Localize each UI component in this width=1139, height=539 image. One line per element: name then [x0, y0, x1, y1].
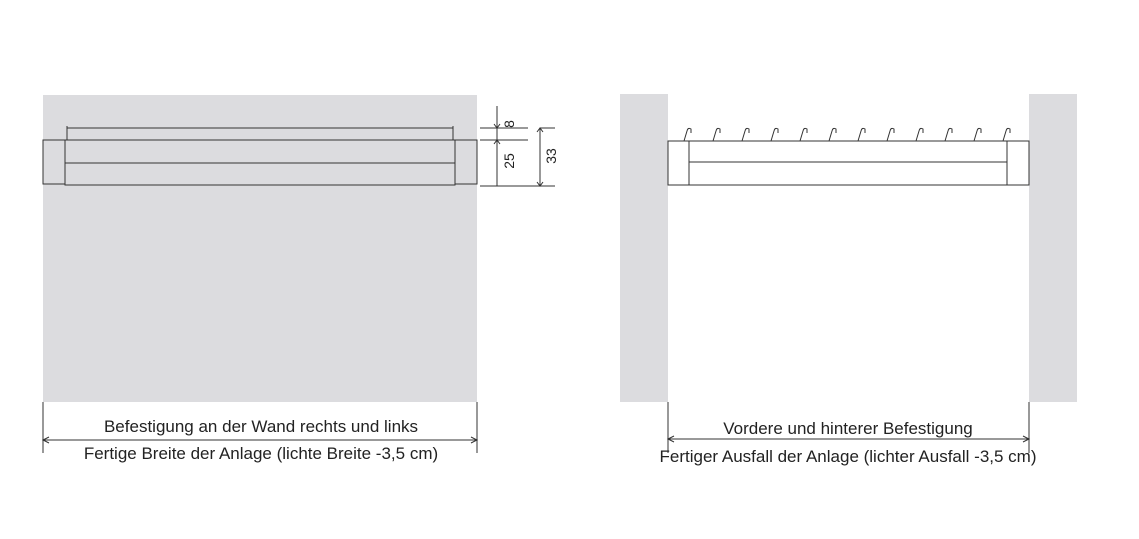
left-wall [620, 94, 668, 402]
left-diagram: 8 25 33 Befestigung an der Wand rechts u… [41, 95, 559, 463]
hook-mark [1002, 127, 1011, 142]
hook-mark [770, 127, 779, 142]
hook-mark [973, 127, 982, 142]
right-caption-bottom: Fertiger Ausfall der Anlage (lichter Aus… [660, 447, 1037, 466]
hook-mark [741, 127, 750, 142]
profile-frame [667, 140, 1030, 186]
dim-top-gap: 8 [501, 120, 517, 128]
left-wall-area [43, 95, 477, 402]
hook-mark [799, 127, 808, 142]
right-wall [1029, 94, 1077, 402]
dimension-lines [480, 106, 555, 187]
left-caption-top: Befestigung an der Wand rechts und links [104, 417, 418, 436]
dim-profile: 25 [501, 153, 517, 169]
hook-mark [712, 127, 721, 142]
dim-total: 33 [543, 148, 559, 164]
hook-mark [886, 127, 895, 142]
hook-mark [683, 127, 692, 142]
left-caption-bottom: Fertige Breite der Anlage (lichte Breite… [84, 444, 438, 463]
hook-mark [857, 127, 866, 142]
mounting-hooks [683, 127, 1011, 142]
right-caption-top: Vordere und hinterer Befestigung [723, 419, 973, 438]
right-diagram: Vordere und hinterer Befestigung Fertige… [620, 94, 1077, 466]
hook-mark [944, 127, 953, 142]
hook-mark [915, 127, 924, 142]
hook-mark [828, 127, 837, 142]
